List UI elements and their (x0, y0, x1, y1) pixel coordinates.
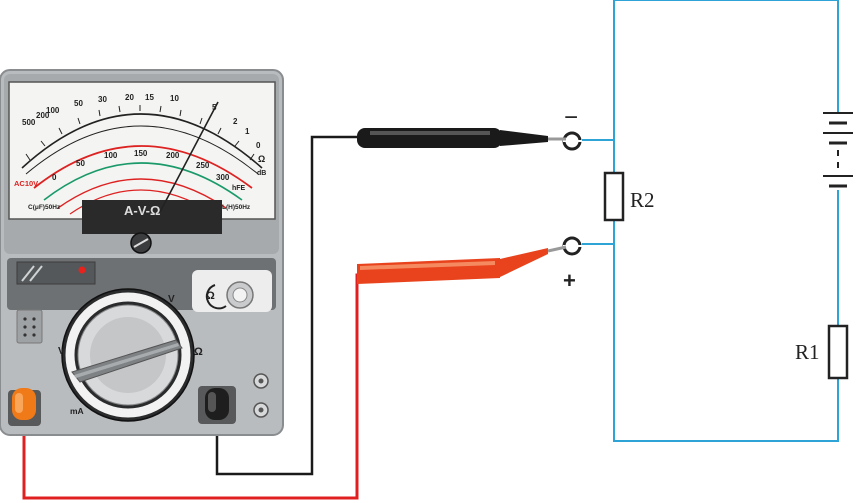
circuit-wire-bottom (613, 0, 839, 442)
r1-label: R1 (795, 340, 820, 364)
scale-number: 100 (104, 151, 118, 160)
scale-display (8, 81, 276, 220)
scale-number: 300 (216, 173, 230, 182)
ohm-adjust-knob[interactable] (192, 270, 272, 312)
scale-ticks (25, 105, 255, 161)
plus-sign: + (563, 268, 576, 293)
scale-number: 250 (196, 161, 210, 170)
r2-label: R2 (630, 188, 655, 212)
range-selector-dial[interactable] (61, 288, 195, 422)
zero-adjust-screw[interactable] (130, 232, 152, 254)
ohm-adjust-label: Ω (206, 290, 215, 302)
scale-label-inductance: L(H)50Hz (222, 204, 251, 211)
dial-label-v-left: V (58, 346, 65, 357)
scale-number: 50 (74, 99, 83, 108)
scale-label-ohm: Ω (258, 154, 265, 164)
scale-number: 200 (36, 111, 50, 120)
scale-label-capacitance: C(μF)50Hz (28, 204, 61, 211)
dial-label-ma: mA (70, 406, 84, 416)
meter-needle (159, 101, 219, 213)
scale-number: 2 (233, 117, 238, 126)
hfe-socket[interactable] (16, 309, 43, 344)
circuit-wire (614, 0, 839, 113)
scale-number: 15 (145, 93, 154, 102)
circuit: R2 R1 − + (562, 0, 853, 442)
scale-number: 500 (22, 118, 36, 127)
scale-number: 100 (46, 106, 60, 115)
scale-unit-label: A-V-Ω (124, 203, 160, 218)
resistor-r2 (603, 171, 625, 222)
scale-mid-numbers: 0 50 100 150 200 250 300 (52, 149, 230, 182)
battery-icon (823, 112, 853, 188)
minus-sign: − (564, 104, 578, 131)
black-input-plug[interactable] (198, 386, 236, 424)
scale-arcs (21, 113, 263, 215)
scale-number: 10 (170, 94, 179, 103)
red-input-plug[interactable] (8, 388, 41, 426)
scale-number: 20 (125, 93, 134, 102)
black-lead-wire (215, 135, 360, 476)
scale-label-hfe: hFE (232, 185, 246, 192)
mirror-strip (82, 200, 222, 234)
scale-number: 30 (98, 95, 107, 104)
terminal-bottom (562, 236, 582, 256)
terminal-top (562, 131, 582, 151)
scale-label-db: dB (257, 170, 266, 177)
dial-label-ohm: Ω (194, 346, 203, 358)
scale-number: 1 (245, 127, 250, 136)
scale-number: 0 (256, 141, 261, 150)
red-probe (357, 245, 567, 284)
multimeter: 500 200 100 50 30 20 15 10 5 2 1 0 0 50 … (0, 69, 284, 436)
scale-number: 0 (52, 173, 57, 182)
black-probe (357, 128, 566, 148)
indicator-window (16, 261, 96, 285)
dial-label-v-top: V (168, 294, 175, 305)
indicator-led (78, 266, 86, 274)
scale-number: 200 (166, 151, 180, 160)
scale-number: 150 (134, 149, 148, 158)
side-jacks[interactable] (253, 373, 269, 418)
scale-number: 50 (76, 159, 85, 168)
resistor-r1 (827, 324, 849, 380)
scale-label-ac: AC10V (14, 179, 38, 188)
